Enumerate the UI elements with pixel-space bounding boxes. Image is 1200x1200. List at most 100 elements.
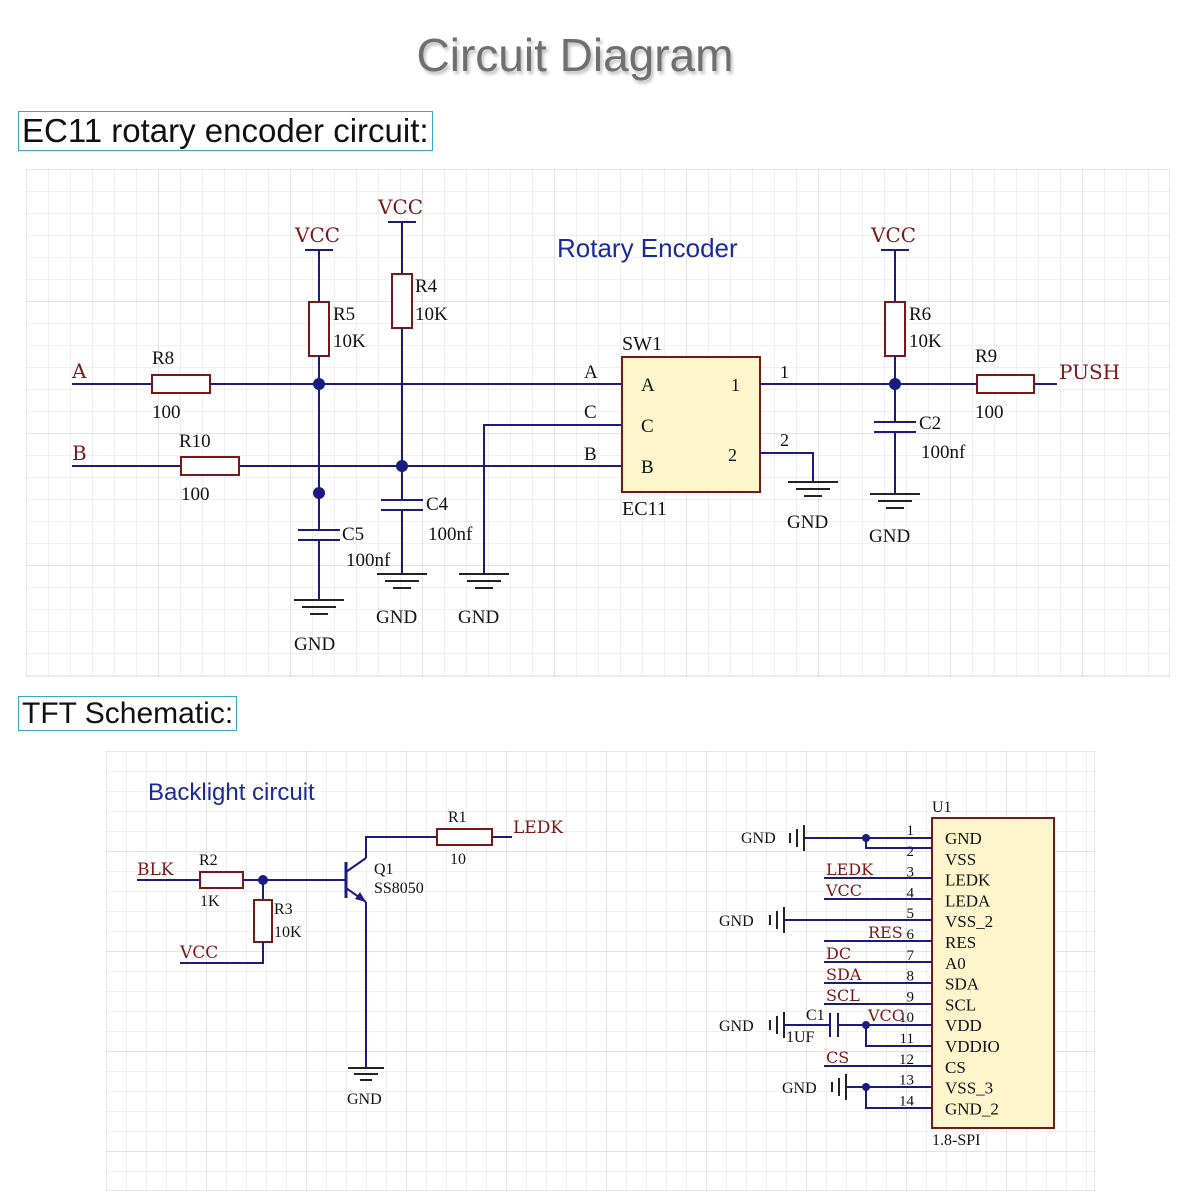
gnd-label-pin-1: GND bbox=[741, 830, 776, 847]
c5-value: 100nf bbox=[346, 550, 391, 571]
resistor-r9: R9 100 bbox=[975, 346, 1035, 423]
u1-pin-number: 6 bbox=[907, 927, 915, 943]
r5-value: 10K bbox=[333, 331, 366, 352]
u1-pin-number: 11 bbox=[900, 1031, 914, 1047]
r4-value: 10K bbox=[415, 304, 448, 325]
u1-pin-name: VSS bbox=[945, 850, 976, 869]
gnd-label-c4: GND bbox=[376, 607, 417, 628]
vcc-label-r5: VCC bbox=[294, 223, 340, 247]
net-res: RES bbox=[868, 923, 903, 942]
capacitor-c2: C2 100nf bbox=[874, 413, 966, 494]
u1-part: 1.8-SPI bbox=[932, 1132, 980, 1149]
resistor-r8: R8 100 bbox=[151, 348, 211, 423]
gnd-pin-13-14 bbox=[831, 1074, 932, 1109]
sw1-pin-2: 2 bbox=[728, 445, 737, 465]
u1-pin-name: SCL bbox=[945, 995, 976, 1014]
r9-ref: R9 bbox=[975, 346, 997, 367]
net-wires bbox=[824, 877, 932, 1067]
q1-ref: Q1 bbox=[374, 861, 394, 878]
u1-pin-number: 5 bbox=[907, 906, 915, 922]
u1-pin-name: LEDK bbox=[945, 871, 991, 890]
tft-schematic: Backlight circuit BLK R2 1K R3 10K VCC Q… bbox=[106, 751, 1095, 1191]
u1-pin-number: 7 bbox=[907, 948, 915, 964]
u1-pin-name: GND_2 bbox=[945, 1099, 999, 1118]
u1-pin-number: 3 bbox=[907, 865, 915, 881]
gnd-label-pin-13: GND bbox=[782, 1080, 817, 1097]
c4-value: 100nf bbox=[428, 524, 473, 545]
connector-u1: U1 1.8-SPI bbox=[931, 799, 1055, 1149]
net-vcc-pin10: VCC bbox=[867, 1006, 904, 1025]
net-vcc: VCC bbox=[825, 881, 862, 900]
sw1-ref: SW1 bbox=[622, 333, 662, 355]
r2-value: 1K bbox=[200, 893, 220, 910]
sw1-net-c-label: C bbox=[584, 402, 597, 423]
capacitor-c1: C1 1UF bbox=[769, 1007, 932, 1047]
junction-dot bbox=[396, 460, 408, 472]
gnd-label-c1: GND bbox=[719, 1018, 754, 1035]
ledk-label-backlight: LEDK bbox=[513, 818, 563, 838]
u1-pin-number: 14 bbox=[899, 1093, 915, 1109]
u1-pin-number: 1 bbox=[907, 823, 915, 839]
net-a-label: A bbox=[71, 359, 87, 383]
blk-label: BLK bbox=[137, 860, 174, 880]
ground-symbol-c4 bbox=[377, 573, 427, 589]
tft-section-label: TFT Schematic: bbox=[18, 696, 238, 731]
r8-value: 100 bbox=[152, 402, 181, 423]
u1-pin-name: SDA bbox=[945, 975, 980, 994]
c1-value: 1UF bbox=[786, 1029, 815, 1046]
u1-pin-number: 10 bbox=[899, 1010, 914, 1026]
r6-ref: R6 bbox=[909, 304, 931, 325]
sw1-net-b-label: B bbox=[584, 444, 597, 465]
vcc-label-backlight: VCC bbox=[179, 943, 218, 963]
c2-ref: C2 bbox=[919, 413, 941, 434]
net-ledk: LEDK bbox=[826, 860, 874, 879]
r2-ref: R2 bbox=[199, 852, 218, 869]
gnd-pin-5 bbox=[769, 907, 932, 933]
u1-pin-name: GND bbox=[945, 829, 982, 848]
gnd-label-c5: GND bbox=[294, 634, 335, 655]
u1-pin-number: 4 bbox=[907, 885, 915, 901]
gnd-label-c2: GND bbox=[869, 526, 910, 547]
transistor-q1: Q1 SS8050 bbox=[344, 836, 512, 1068]
gnd-label-sw1: GND bbox=[787, 512, 828, 533]
ec11-section-label: EC11 rotary encoder circuit: bbox=[18, 111, 433, 151]
u1-ref: U1 bbox=[932, 799, 952, 816]
encoder-sw1: SW1 EC11 A C B 1 2 bbox=[621, 333, 761, 520]
sw1-pin-c: C bbox=[641, 416, 654, 437]
ground-symbol-sw1 bbox=[788, 481, 838, 497]
u1-pin-name: A0 bbox=[945, 954, 966, 973]
r1-value: 10 bbox=[450, 851, 466, 868]
u1-pin-name: RES bbox=[945, 933, 976, 952]
gnd-pin-1-2 bbox=[789, 825, 932, 851]
r9-value: 100 bbox=[975, 402, 1004, 423]
r10-value: 100 bbox=[181, 484, 210, 505]
net-c-wire bbox=[483, 424, 622, 574]
c2-value: 100nf bbox=[921, 442, 966, 463]
ec11-schematic: Rotary Encoder A B R8 100 R10 100 R5 10K… bbox=[26, 169, 1170, 677]
ground-symbol-c bbox=[459, 573, 509, 589]
resistor-r4: R4 10K bbox=[388, 221, 448, 500]
sw1-pin-1: 1 bbox=[731, 375, 740, 395]
resistor-r1: R1 10 bbox=[436, 809, 493, 868]
junction-dot bbox=[313, 487, 325, 499]
gnd-label-q1: GND bbox=[347, 1091, 382, 1108]
r8-ref: R8 bbox=[152, 348, 174, 369]
ground-symbol-c5 bbox=[294, 599, 344, 615]
gnd-label-pin-5: GND bbox=[719, 913, 754, 930]
u1-pin-name: VSS_2 bbox=[945, 912, 993, 931]
pin-2-label: 2 bbox=[780, 430, 789, 450]
u1-pin-number: 8 bbox=[907, 969, 915, 985]
resistor-r2: R2 1K bbox=[199, 852, 244, 910]
resistor-r6: R6 10K bbox=[881, 249, 942, 422]
u1-pin-name: CS bbox=[945, 1058, 966, 1077]
gnd-label-c: GND bbox=[458, 607, 499, 628]
pin-1-label: 1 bbox=[780, 362, 789, 382]
r10-ref: R10 bbox=[179, 431, 211, 452]
net-sda: SDA bbox=[826, 965, 862, 984]
sw1-net-a-label: A bbox=[584, 362, 598, 383]
net-b-label: B bbox=[72, 441, 87, 465]
u1-pin-number: 2 bbox=[907, 844, 915, 860]
sw1-pin-a: A bbox=[641, 375, 655, 396]
c1-ref: C1 bbox=[806, 1007, 825, 1024]
